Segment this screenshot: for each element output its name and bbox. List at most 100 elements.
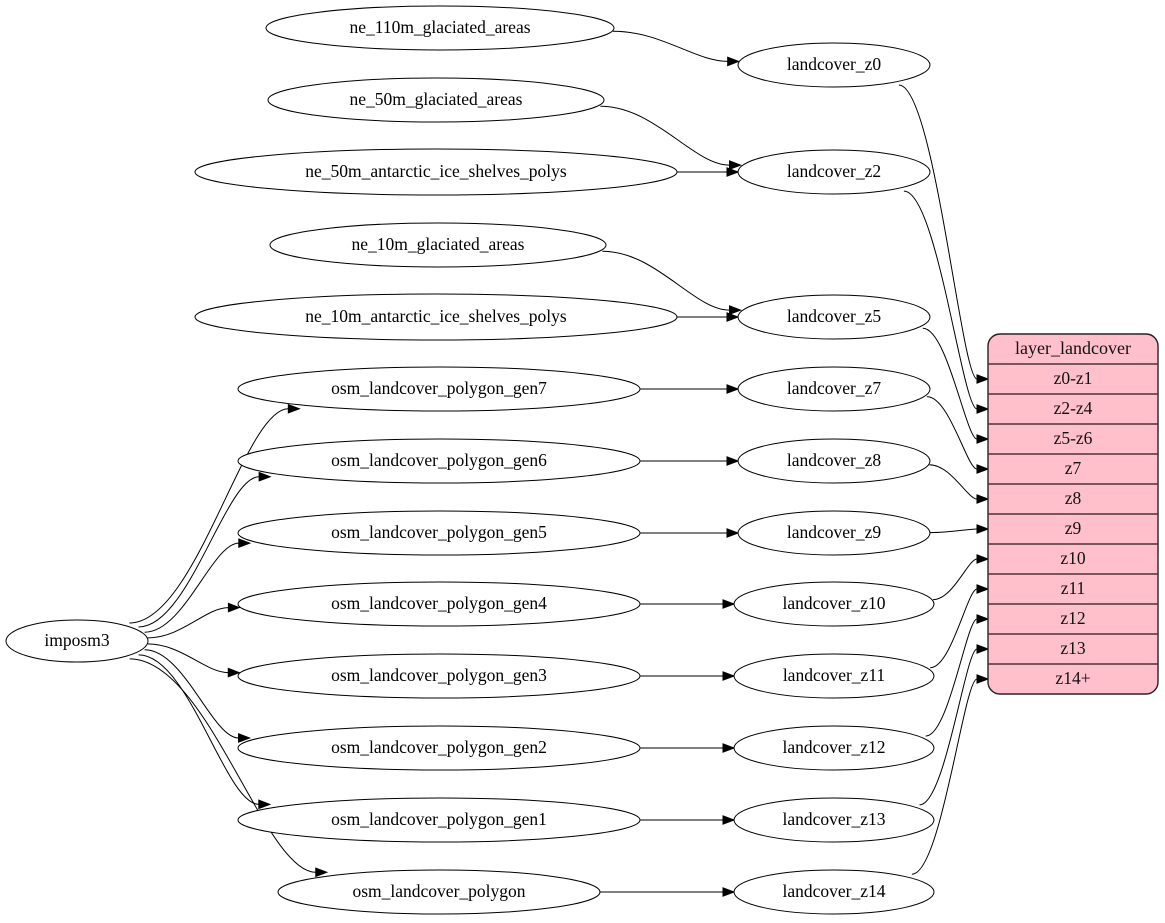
node-osm_landcover_polygon_gen1[interactable]: osm_landcover_polygon_gen1	[237, 797, 641, 843]
node-landcover_z10[interactable]: landcover_z10	[733, 581, 935, 627]
edge-landcover_z14-to-layer_landcover-z14+	[911, 678, 978, 875]
edge-arrowhead	[258, 471, 272, 482]
layer-landcover-table: layer_landcover z0-z1 z2-z4 z5-z6 z7 z8 z9 z10 z…	[987, 333, 1159, 695]
edge-arrowhead	[287, 403, 301, 414]
table-row-z0-z1[interactable]: z0-z1	[1054, 368, 1093, 388]
node-label-landcover_z2: landcover_z2	[787, 161, 881, 181]
table-row-z13[interactable]: z13	[1060, 638, 1086, 658]
edge-arrowhead	[976, 554, 990, 564]
edge-imposm3-to-osm_landcover_polygon_gen5	[144, 542, 239, 633]
edge-landcover_z9-to-layer_landcover-z9	[929, 528, 978, 534]
node-ne_10m_antarctic_ice_shelves_polys[interactable]: ne_10m_antarctic_ice_shelves_polys	[194, 293, 678, 341]
node-layer: imposm3 ne_110m_glaciated_areas ne_50m_gla…	[5, 5, 935, 915]
edge-layer	[129, 30, 990, 897]
node-osm_landcover_polygon_gen7[interactable]: osm_landcover_polygon_gen7	[237, 366, 641, 412]
table-row-z2-z4[interactable]: z2-z4	[1054, 398, 1093, 418]
node-landcover_z13[interactable]: landcover_z13	[733, 797, 935, 843]
node-ellipse-osm_landcover_polygon_gen1	[237, 797, 641, 843]
edge-arrowhead	[976, 584, 990, 594]
node-label-osm_landcover_polygon_gen5: osm_landcover_polygon_gen5	[331, 522, 547, 542]
node-osm_landcover_polygon[interactable]: osm_landcover_polygon	[277, 869, 601, 915]
node-label-landcover_z5: landcover_z5	[787, 306, 882, 326]
node-ne_50m_glaciated_areas[interactable]: ne_50m_glaciated_areas	[267, 77, 605, 123]
node-ellipse-landcover_z5	[737, 294, 931, 340]
edge-landcover_z10-to-layer_landcover-z10	[932, 558, 978, 601]
node-osm_landcover_polygon_gen6[interactable]: osm_landcover_polygon_gen6	[237, 438, 641, 484]
node-label-osm_landcover_polygon: osm_landcover_polygon	[352, 881, 525, 901]
node-label-osm_landcover_polygon_gen6: osm_landcover_polygon_gen6	[331, 450, 547, 470]
node-osm_landcover_polygon_gen2[interactable]: osm_landcover_polygon_gen2	[237, 725, 641, 771]
edge-arrowhead	[238, 538, 252, 549]
table-row-z14+[interactable]: z14+	[1055, 668, 1090, 688]
node-osm_landcover_polygon_gen3[interactable]: osm_landcover_polygon_gen3	[237, 653, 641, 699]
edge-landcover_z0-to-layer_landcover-z0-z1	[898, 84, 978, 380]
node-landcover_z11[interactable]: landcover_z11	[733, 653, 935, 699]
node-ellipse-ne_10m_antarctic_ice_shelves_polys	[194, 293, 678, 341]
node-landcover_z2[interactable]: landcover_z2	[737, 149, 931, 195]
node-ellipse-imposm3	[5, 619, 149, 663]
table-row-z7[interactable]: z7	[1065, 458, 1082, 478]
edge-arrowhead	[727, 56, 741, 67]
node-ellipse-landcover_z7	[737, 366, 931, 412]
node-landcover_z8[interactable]: landcover_z8	[737, 438, 931, 484]
edge-ne_50m_glaciated_areas-to-landcover_z2	[600, 105, 730, 166]
edge-imposm3-to-osm_landcover_polygon_gen7	[129, 408, 289, 624]
edge-arrowhead	[722, 743, 736, 753]
edge-landcover_z7-to-layer_landcover-z7	[926, 396, 978, 470]
edge-arrowhead	[238, 733, 251, 743]
node-ellipse-osm_landcover_polygon_gen5	[237, 510, 641, 556]
edge-arrowhead	[227, 667, 241, 678]
node-landcover_z12[interactable]: landcover_z12	[733, 725, 935, 771]
node-label-osm_landcover_polygon_gen4: osm_landcover_polygon_gen4	[331, 593, 547, 613]
edge-imposm3-to-osm_landcover_polygon	[129, 658, 316, 873]
node-landcover_z5[interactable]: landcover_z5	[737, 294, 931, 340]
node-ellipse-landcover_z0	[737, 42, 931, 88]
table-row-z12[interactable]: z12	[1060, 608, 1085, 628]
node-landcover_z14[interactable]: landcover_z14	[733, 869, 935, 915]
edge-arrowhead	[258, 799, 272, 810]
edge-arrowhead	[726, 312, 740, 322]
node-ellipse-ne_10m_glaciated_areas	[269, 222, 607, 268]
node-ellipse-landcover_z10	[733, 581, 935, 627]
node-landcover_z9[interactable]: landcover_z9	[737, 510, 931, 556]
node-label-osm_landcover_polygon_gen3: osm_landcover_polygon_gen3	[331, 665, 547, 685]
node-label-landcover_z9: landcover_z9	[787, 522, 882, 542]
node-ellipse-osm_landcover_polygon	[277, 869, 601, 915]
node-ne_110m_glaciated_areas[interactable]: ne_110m_glaciated_areas	[265, 5, 615, 51]
table-row-z5-z6[interactable]: z5-z6	[1054, 428, 1093, 448]
edge-landcover_z12-to-layer_landcover-z12	[925, 618, 978, 737]
node-osm_landcover_polygon_gen4[interactable]: osm_landcover_polygon_gen4	[237, 581, 641, 627]
node-ellipse-osm_landcover_polygon_gen6	[237, 438, 641, 484]
edge-arrowhead	[729, 305, 742, 316]
edge-arrowhead	[729, 160, 742, 171]
edge-landcover_z8-to-layer_landcover-z8	[929, 464, 978, 500]
edge-arrowhead	[976, 494, 990, 504]
node-label-osm_landcover_polygon_gen2: osm_landcover_polygon_gen2	[331, 737, 547, 757]
node-osm_landcover_polygon_gen5[interactable]: osm_landcover_polygon_gen5	[237, 510, 641, 556]
node-ne_50m_antarctic_ice_shelves_polys[interactable]: ne_50m_antarctic_ice_shelves_polys	[194, 148, 678, 196]
node-imposm3[interactable]: imposm3	[5, 619, 149, 663]
node-ellipse-landcover_z12	[733, 725, 935, 771]
edge-arrowhead	[976, 464, 990, 474]
node-label-osm_landcover_polygon_gen7: osm_landcover_polygon_gen7	[331, 378, 547, 398]
node-ellipse-ne_50m_glaciated_areas	[267, 77, 605, 123]
edge-landcover_z13-to-layer_landcover-z13	[919, 648, 978, 806]
edge-arrowhead	[726, 167, 740, 177]
node-ellipse-landcover_z13	[733, 797, 935, 843]
node-landcover_z0[interactable]: landcover_z0	[737, 42, 931, 88]
node-ellipse-landcover_z14	[733, 869, 935, 915]
edge-arrowhead	[726, 384, 740, 394]
table-row-z9[interactable]: z9	[1065, 518, 1082, 538]
node-ellipse-landcover_z2	[737, 149, 931, 195]
node-label-landcover_z11: landcover_z11	[783, 665, 885, 685]
node-label-landcover_z12: landcover_z12	[782, 737, 885, 757]
table-row-z10[interactable]: z10	[1060, 548, 1086, 568]
edge-arrowhead	[722, 599, 736, 609]
table-row-z8[interactable]: z8	[1065, 488, 1082, 508]
table-header-label: layer_landcover	[1015, 338, 1131, 358]
table-row-z11[interactable]: z11	[1061, 578, 1086, 598]
node-landcover_z7[interactable]: landcover_z7	[737, 366, 931, 412]
node-ne_10m_glaciated_areas[interactable]: ne_10m_glaciated_areas	[269, 222, 607, 268]
